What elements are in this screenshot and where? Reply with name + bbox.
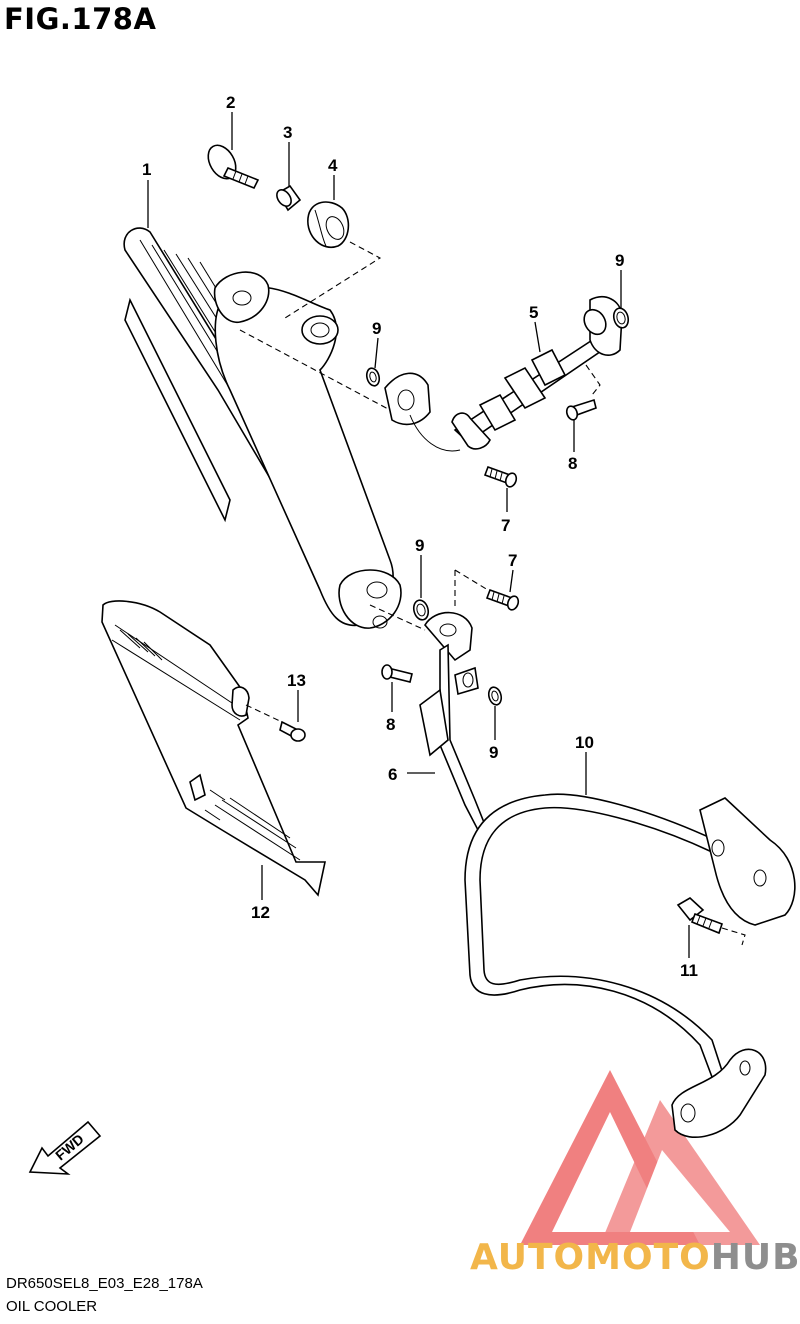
callout-5: 5 <box>529 303 538 322</box>
screw-part-13 <box>279 720 306 742</box>
callout-8-upper: 8 <box>568 454 577 473</box>
callout-labels: 1 2 3 4 5 6 7 7 8 8 9 9 9 9 10 11 12 13 <box>142 93 698 980</box>
callout-9-a: 9 <box>372 319 381 338</box>
watermark-text: AUTOMOTOHUB <box>470 1237 800 1278</box>
callout-6: 6 <box>388 765 397 784</box>
callout-7-upper: 7 <box>501 516 510 535</box>
bolt-washer-part-2 <box>207 144 260 190</box>
figure-title: FIG.178A <box>4 2 157 36</box>
bolt-part-7-upper <box>483 465 518 488</box>
figure-name: OIL COOLER <box>6 1298 98 1315</box>
callout-1: 1 <box>142 160 151 179</box>
o-ring-part-9-d <box>487 686 503 706</box>
bolt-part-7-lower <box>485 588 520 611</box>
figure-code: DR650SEL8_E03_E28_178A <box>6 1275 203 1292</box>
callout-4: 4 <box>328 156 338 175</box>
callout-13: 13 <box>287 671 306 690</box>
grommet-part-4 <box>307 201 350 249</box>
watermark-logo <box>520 1070 760 1245</box>
oil-hose-part-5 <box>384 296 623 452</box>
guard-bar-part-10 <box>464 793 796 1138</box>
oil-pipe-part-6 <box>419 611 486 832</box>
o-ring-part-9-c <box>412 599 430 621</box>
leader-lines <box>147 112 690 958</box>
callout-2: 2 <box>226 93 235 112</box>
o-ring-part-9-b <box>612 307 630 329</box>
bolt-part-8-upper <box>565 398 597 421</box>
callout-7-lower: 7 <box>508 551 517 570</box>
o-ring-part-9-a <box>365 367 381 387</box>
callout-8-lower: 8 <box>386 715 395 734</box>
callout-9-b: 9 <box>615 251 624 270</box>
oil-cooler-radiator <box>123 227 402 629</box>
watermark-text-hub: HUB <box>710 1237 800 1278</box>
bolt-part-11 <box>676 897 724 935</box>
callout-11: 11 <box>680 961 698 980</box>
watermark-text-automoto: AUTOMOTO <box>470 1237 711 1278</box>
fwd-arrow-icon: FWD <box>28 1120 102 1175</box>
callout-3: 3 <box>283 123 292 142</box>
callout-12: 12 <box>251 903 270 922</box>
assembly-lines <box>239 241 746 946</box>
callout-9-d: 9 <box>489 743 498 762</box>
callout-9-c: 9 <box>415 536 424 555</box>
callout-10: 10 <box>575 733 594 752</box>
collar-part-3 <box>276 184 302 212</box>
bolt-part-8-lower <box>381 664 413 683</box>
radiator-guard-part-12 <box>101 600 326 897</box>
